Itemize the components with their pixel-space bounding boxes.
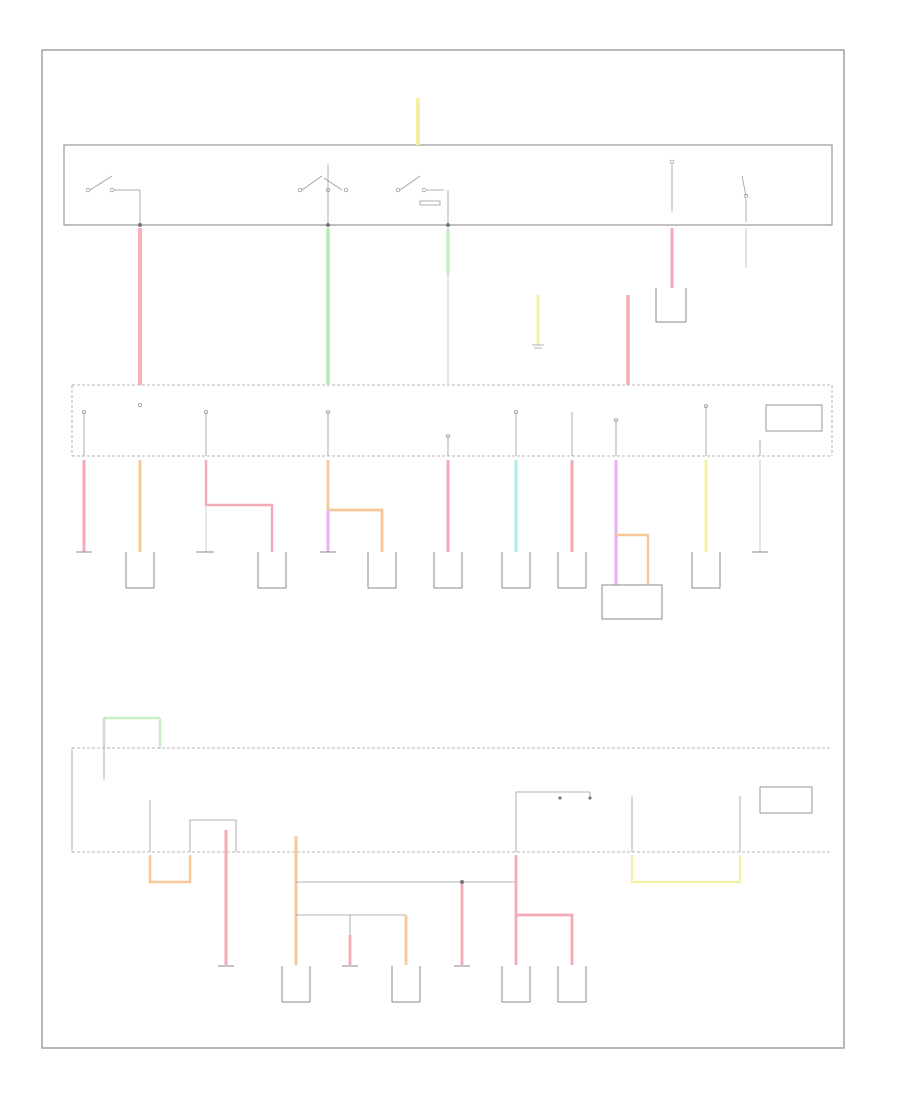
- ground-symbol-1: [532, 344, 544, 349]
- load-wire-c: [204, 460, 274, 552]
- lower-wire-a: [148, 855, 192, 884]
- switch-section-3: [395, 175, 444, 206]
- load-wire-d: [326, 460, 384, 552]
- fuse-module-box: [765, 404, 823, 432]
- upper-fuses: [82, 402, 761, 456]
- load-wire-h2: [616, 533, 650, 585]
- switch-section-1: [85, 175, 130, 193]
- upper-fuse-block: [71, 384, 833, 457]
- diagram-frame: [41, 49, 845, 1049]
- lower-fuse-block: [71, 747, 832, 853]
- load-components-row-2: [218, 965, 587, 1003]
- lower-wire-h: [630, 855, 742, 884]
- switch-section-4: [669, 159, 749, 222]
- switch-section-2: [297, 175, 349, 193]
- ignition-switch-block: [63, 144, 833, 227]
- lower-wire-g: [516, 913, 574, 965]
- relay-component: [655, 288, 687, 323]
- load-components-row-1: [76, 551, 768, 620]
